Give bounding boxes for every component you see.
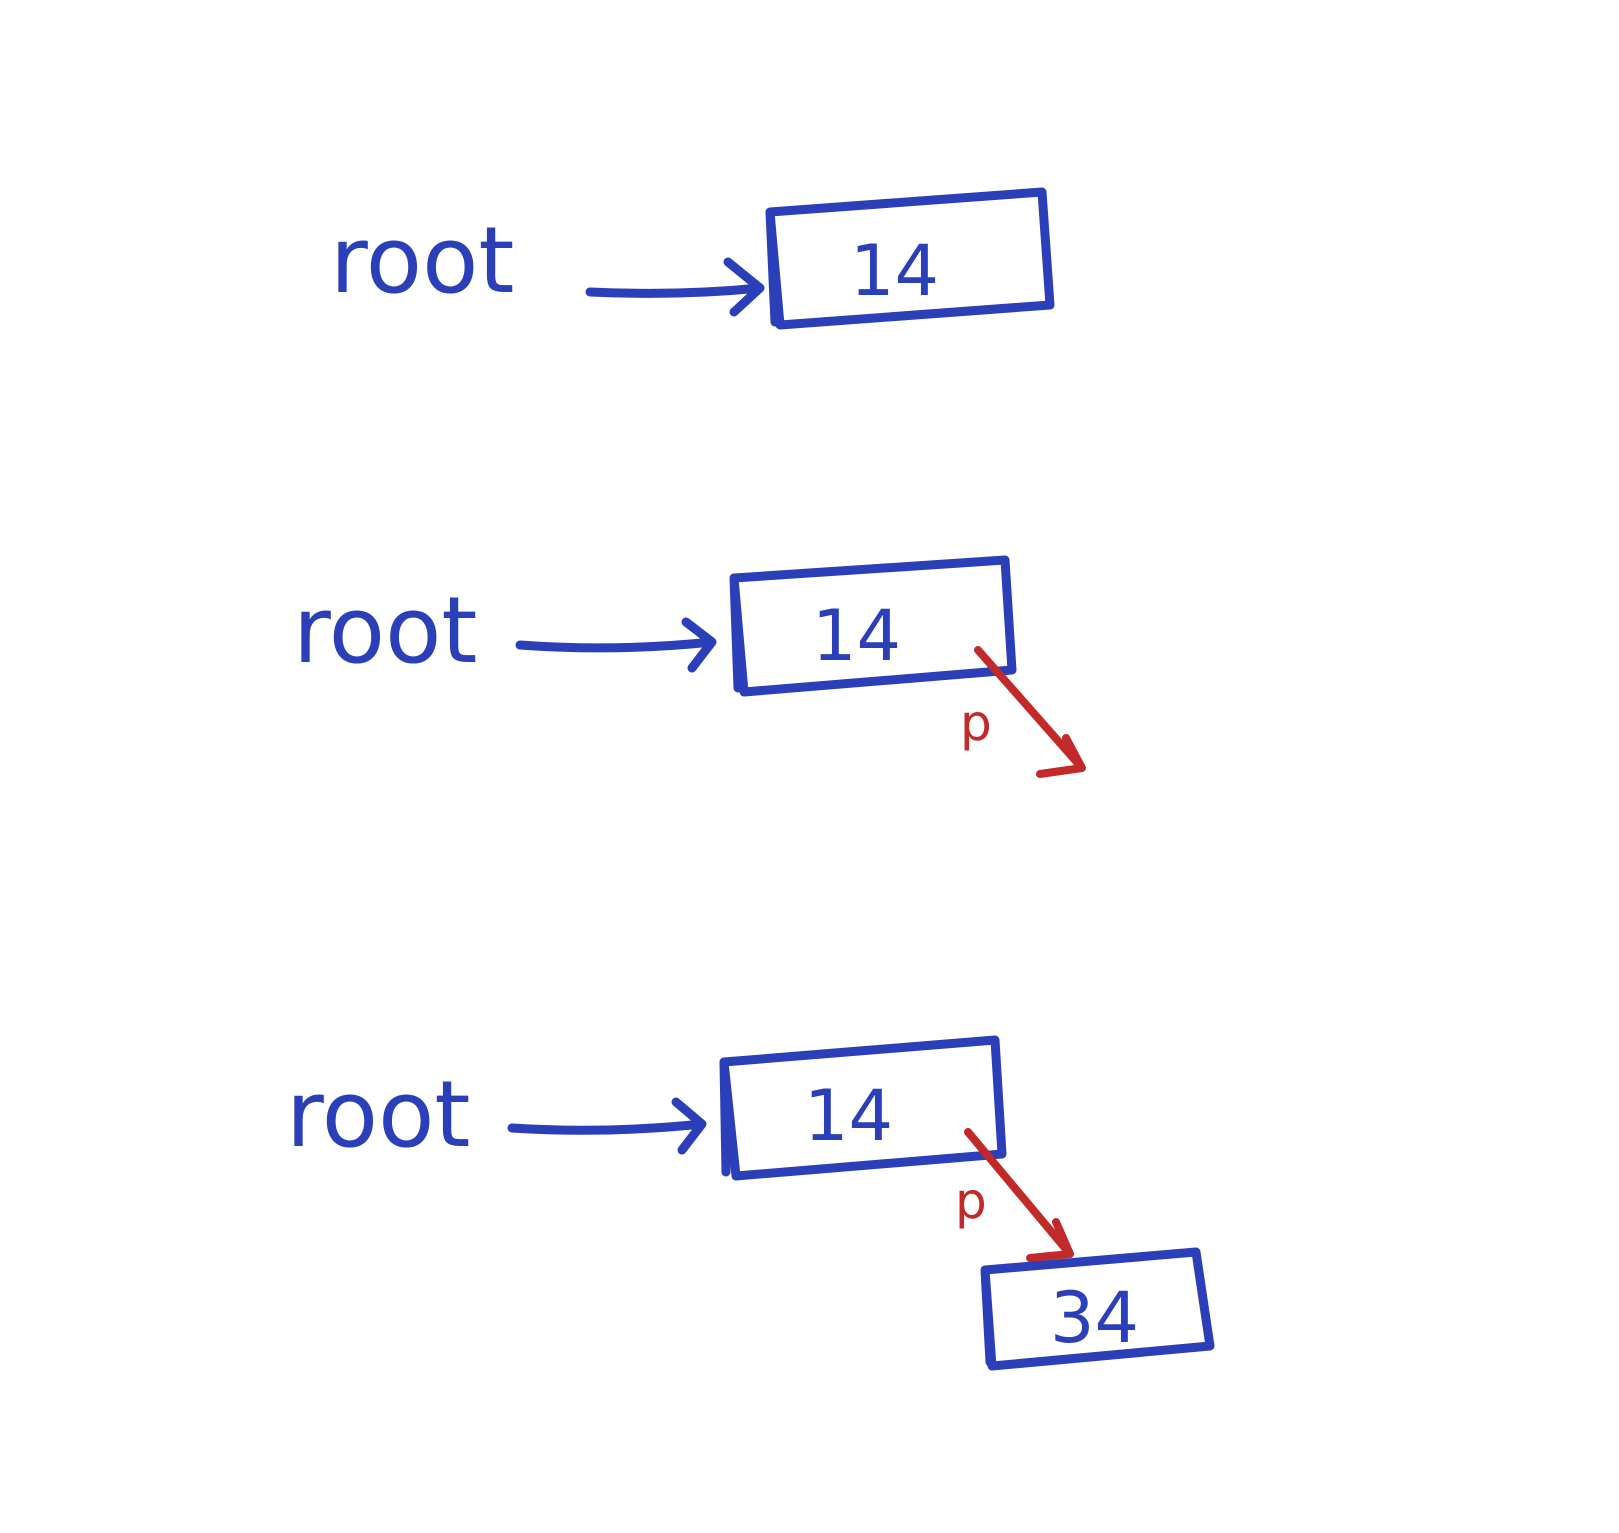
root-arrow	[515, 617, 717, 673]
root-label: root	[286, 1061, 470, 1168]
child-node-value: 34	[1050, 1277, 1139, 1359]
pointer-arrow	[974, 646, 1086, 778]
step-2: root 14 p	[293, 555, 1086, 778]
root-arrow	[585, 257, 765, 317]
node-value: 14	[812, 595, 901, 677]
node-box	[719, 1035, 1007, 1181]
node-box	[765, 187, 1055, 330]
pointer-label: p	[955, 1172, 987, 1230]
pointer-label: p	[960, 694, 992, 752]
root-arrow	[507, 1097, 707, 1155]
child-node-box	[980, 1247, 1215, 1371]
node-box	[729, 555, 1017, 697]
node-value: 14	[804, 1075, 893, 1157]
step-3: root 14 p 34	[286, 1035, 1215, 1371]
node-value: 14	[850, 230, 939, 312]
root-label: root	[293, 577, 477, 684]
root-label: root	[330, 207, 514, 314]
pointer-arrow	[964, 1128, 1074, 1262]
step-1: root 14	[330, 187, 1055, 330]
